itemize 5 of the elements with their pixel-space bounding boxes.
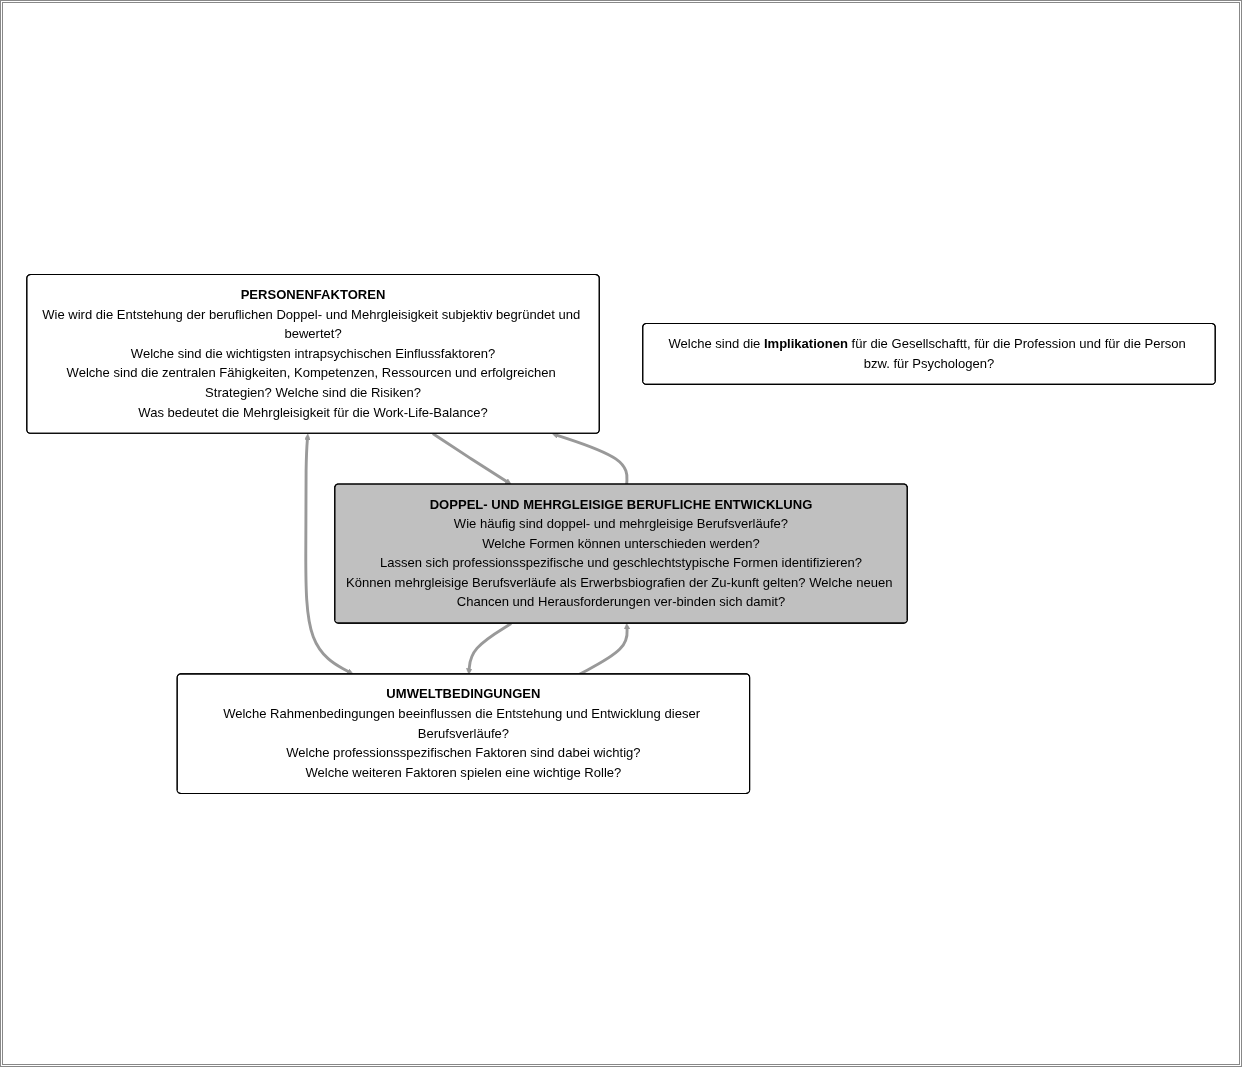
arrow [551, 431, 629, 484]
arrow [304, 433, 354, 674]
arrow [466, 621, 512, 674]
arrow [578, 622, 631, 675]
arrow [432, 431, 512, 485]
